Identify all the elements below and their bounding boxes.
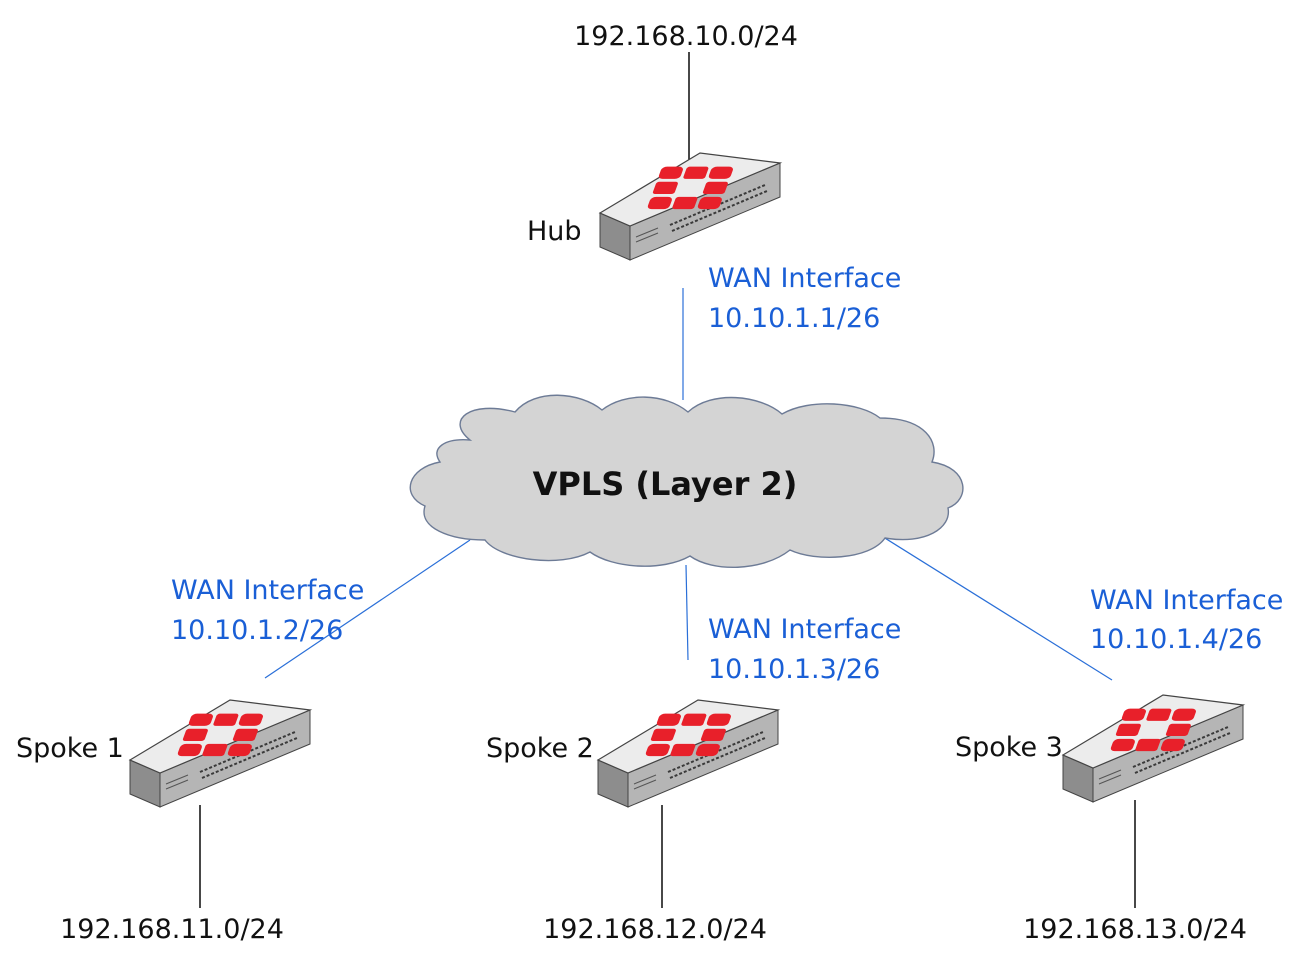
fortigate-firewall-icon: [1062, 694, 1244, 803]
spoke2-lan-subnet: 192.168.12.0/24: [543, 914, 767, 945]
hub-wan-ip: 10.10.1.1/26: [708, 303, 880, 334]
spoke1-wan-ip: 10.10.1.2/26: [171, 615, 343, 646]
spoke1-wan-label: WAN Interface: [171, 575, 364, 606]
fortigate-firewall-icon: [597, 699, 779, 808]
spoke3-wan-link: [879, 534, 1113, 681]
spoke2-wan-link: [685, 564, 689, 661]
spoke2-wan-label: WAN Interface: [708, 614, 901, 645]
spoke1-lan-subnet: 192.168.11.0/24: [60, 914, 284, 945]
fortigate-firewall-icon: [599, 152, 781, 261]
spoke1-device[interactable]: [129, 699, 311, 808]
hub-lan-subnet: 192.168.10.0/24: [574, 21, 798, 52]
spoke2-wan-ip: 10.10.1.3/26: [708, 654, 880, 685]
spoke3-lan-subnet: 192.168.13.0/24: [1023, 914, 1247, 945]
spoke2-label: Spoke 2: [486, 733, 594, 764]
hub-label: Hub: [527, 216, 582, 247]
spoke1-wan-link: [264, 539, 471, 679]
hub-wan-label: WAN Interface: [708, 263, 901, 294]
cloud-label: VPLS (Layer 2): [533, 465, 798, 503]
hub-device[interactable]: [599, 152, 781, 261]
spoke3-wan-label: WAN Interface: [1090, 585, 1283, 616]
cloud-icon: VPLS (Layer 2): [409, 394, 964, 569]
spoke1-label: Spoke 1: [16, 733, 124, 764]
spoke3-wan-ip: 10.10.1.4/26: [1090, 624, 1262, 655]
spoke3-device[interactable]: [1062, 694, 1244, 803]
spoke3-label: Spoke 3: [955, 732, 1063, 763]
spoke2-device[interactable]: [597, 699, 779, 808]
fortigate-firewall-icon: [129, 699, 311, 808]
